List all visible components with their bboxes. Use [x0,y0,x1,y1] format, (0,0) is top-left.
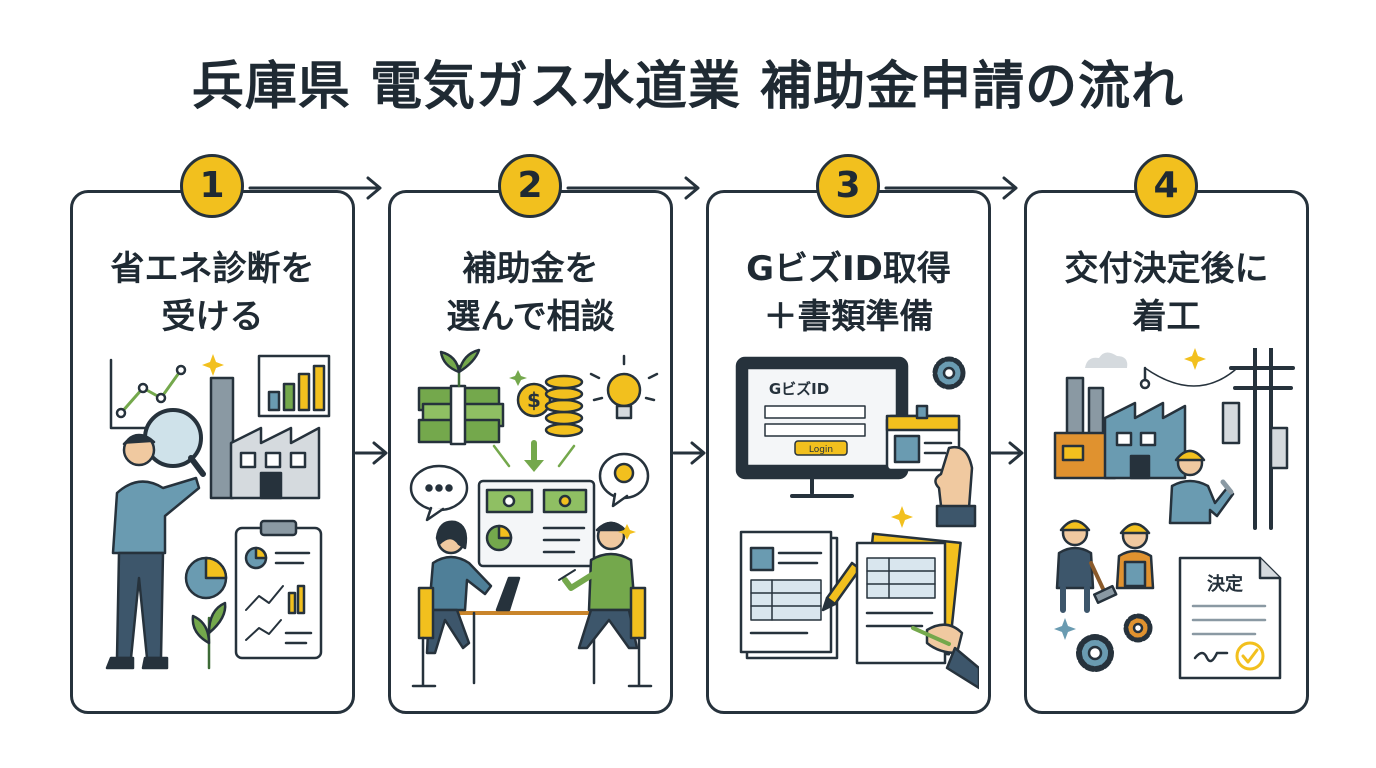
login-button-label: Login [809,445,833,455]
step-3-text: GビズID取得 ＋書類準備 [746,249,951,337]
step-badge-1: 1 [180,154,244,218]
step-badge-4: 4 [1134,154,1198,218]
arrow-mid-2-3 [672,441,706,465]
gbizid-documents-illustration: GビズID Login [735,356,979,690]
step-4-text: 交付決定後に 着工 [1064,249,1269,337]
gbizid-screen-label: GビズID [769,380,829,398]
step-card-4: 交付決定後に 着工 [1024,190,1309,714]
arrow-mid-3-4 [990,441,1024,465]
decision-doc-label: 決定 [1207,573,1243,595]
step-badge-3: 3 [816,154,880,218]
energy-audit-illustration [105,354,331,670]
page-title: 兵庫県 電気ガス水道業 補助金申請の流れ [191,57,1185,117]
construction-start-illustration: 決定 [1053,348,1295,680]
step-card-3: GビズID取得 ＋書類準備 GビズID Login [706,190,991,714]
step-card-1: 省エネ診断を 受ける [70,190,355,714]
step-badge-2: 2 [498,154,562,218]
step-2-text: 補助金を 選んで相談 [446,249,615,337]
svg-text:$: $ [527,388,541,412]
consultation-illustration: $ [409,348,659,688]
arrow-mid-1-2 [354,441,388,465]
step-1-text: 省エネ診断を 受ける [110,249,315,337]
step-card-2: 補助金を 選んで相談 $ [388,190,673,714]
